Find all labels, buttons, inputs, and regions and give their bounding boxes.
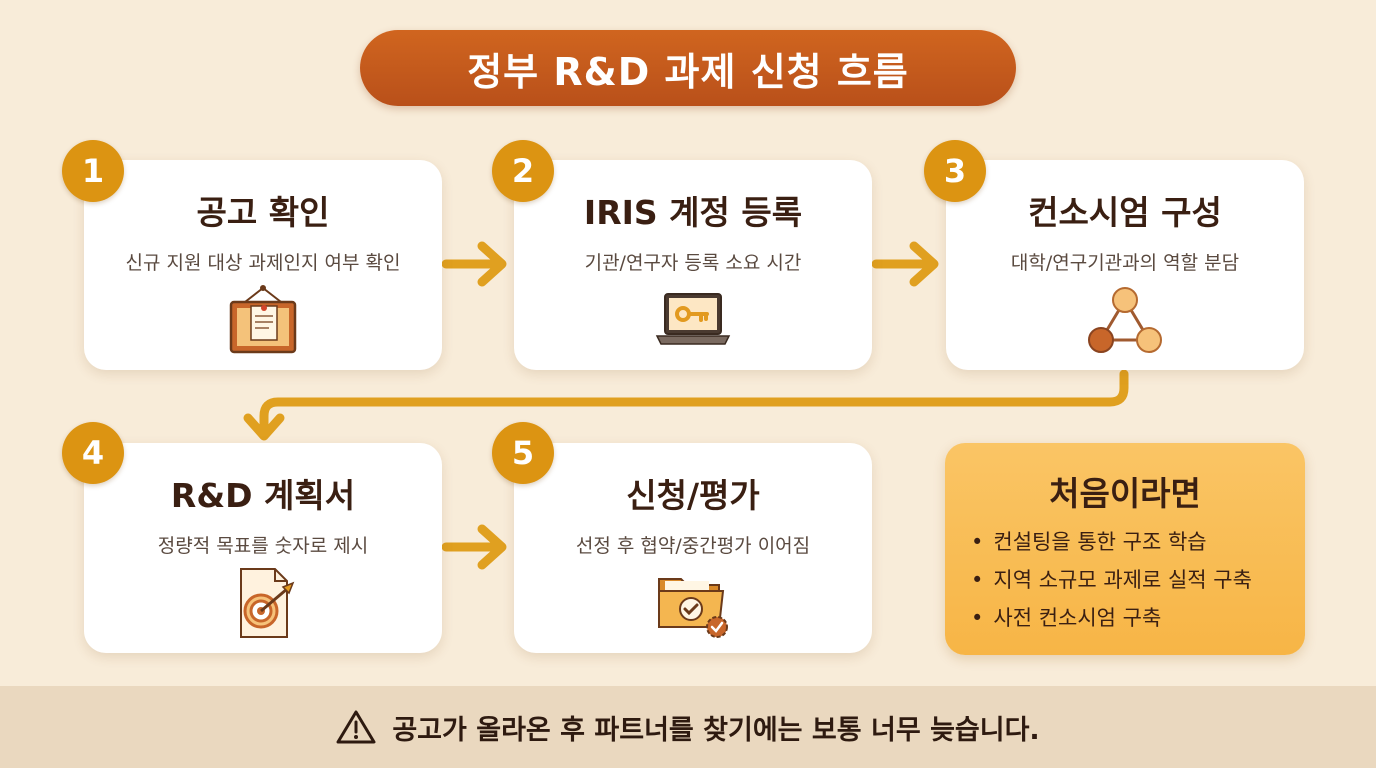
tips-item: 지역 소규모 과제로 실적 구축	[971, 561, 1252, 599]
step-description: 대학/연구기관과의 역할 분담	[1010, 252, 1240, 274]
laptop-key-icon	[655, 293, 731, 345]
footer-warning-band: 공고가 올라온 후 파트너를 찾기에는 보통 너무 늦습니다.	[0, 686, 1376, 768]
step-heading: IRIS 계정 등록	[583, 193, 803, 232]
step-card-3: 컨소시엄 구성 대학/연구기관과의 역할 분담	[946, 160, 1304, 370]
step-number-badge-3: 3	[924, 140, 986, 202]
step-description: 신규 지원 대상 과제인지 여부 확인	[125, 252, 401, 274]
step-card-4: R&D 계획서 정량적 목표를 숫자로 제시	[84, 443, 442, 653]
step-number-badge-4: 4	[62, 422, 124, 484]
network-triangle-icon	[1088, 287, 1162, 353]
step-description: 정량적 목표를 숫자로 제시	[157, 535, 369, 557]
arrow-4-to-5	[441, 524, 507, 570]
warning-icon	[336, 710, 376, 744]
step-card-2: IRIS 계정 등록 기관/연구자 등록 소요 시간	[514, 160, 872, 370]
step-description: 기관/연구자 등록 소요 시간	[584, 252, 802, 274]
step-description: 선정 후 협약/중간평가 이어짐	[575, 535, 811, 557]
tips-item: 컨설팅을 통한 구조 학습	[971, 523, 1252, 561]
step-heading: R&D 계획서	[170, 476, 356, 515]
step-number-badge-2: 2	[492, 140, 554, 202]
arrow-1-to-2	[441, 241, 507, 287]
step-heading: 신청/평가	[626, 476, 760, 515]
step-number-badge-1: 1	[62, 140, 124, 202]
footer-warning-text: 공고가 올라온 후 파트너를 찾기에는 보통 너무 늦습니다.	[392, 714, 1040, 746]
target-document-icon	[240, 568, 295, 638]
title-banner: 정부 R&D 과제 신청 흐름	[360, 30, 1016, 106]
page-title: 정부 R&D 과제 신청 흐름	[467, 49, 909, 94]
bulletin-board-icon	[229, 285, 297, 354]
step-card-5: 신청/평가 선정 후 협약/중간평가 이어짐	[514, 443, 872, 653]
arrow-2-to-3	[871, 241, 939, 287]
step-card-1: 공고 확인 신규 지원 대상 과제인지 여부 확인	[84, 160, 442, 370]
approved-folder-icon	[658, 578, 728, 638]
first-timer-tips-box: 처음이라면 컨설팅을 통한 구조 학습 지역 소규모 과제로 실적 구축 사전 …	[945, 443, 1305, 655]
tips-list: 컨설팅을 통한 구조 학습 지역 소규모 과제로 실적 구축 사전 컨소시엄 구…	[971, 523, 1252, 637]
step-heading: 공고 확인	[196, 193, 330, 232]
tips-heading: 처음이라면	[1049, 474, 1201, 513]
step-heading: 컨소시엄 구성	[1028, 193, 1222, 232]
arrow-3-to-4	[243, 369, 1129, 441]
tips-item: 사전 컨소시엄 구축	[971, 599, 1252, 637]
step-number-badge-5: 5	[492, 422, 554, 484]
